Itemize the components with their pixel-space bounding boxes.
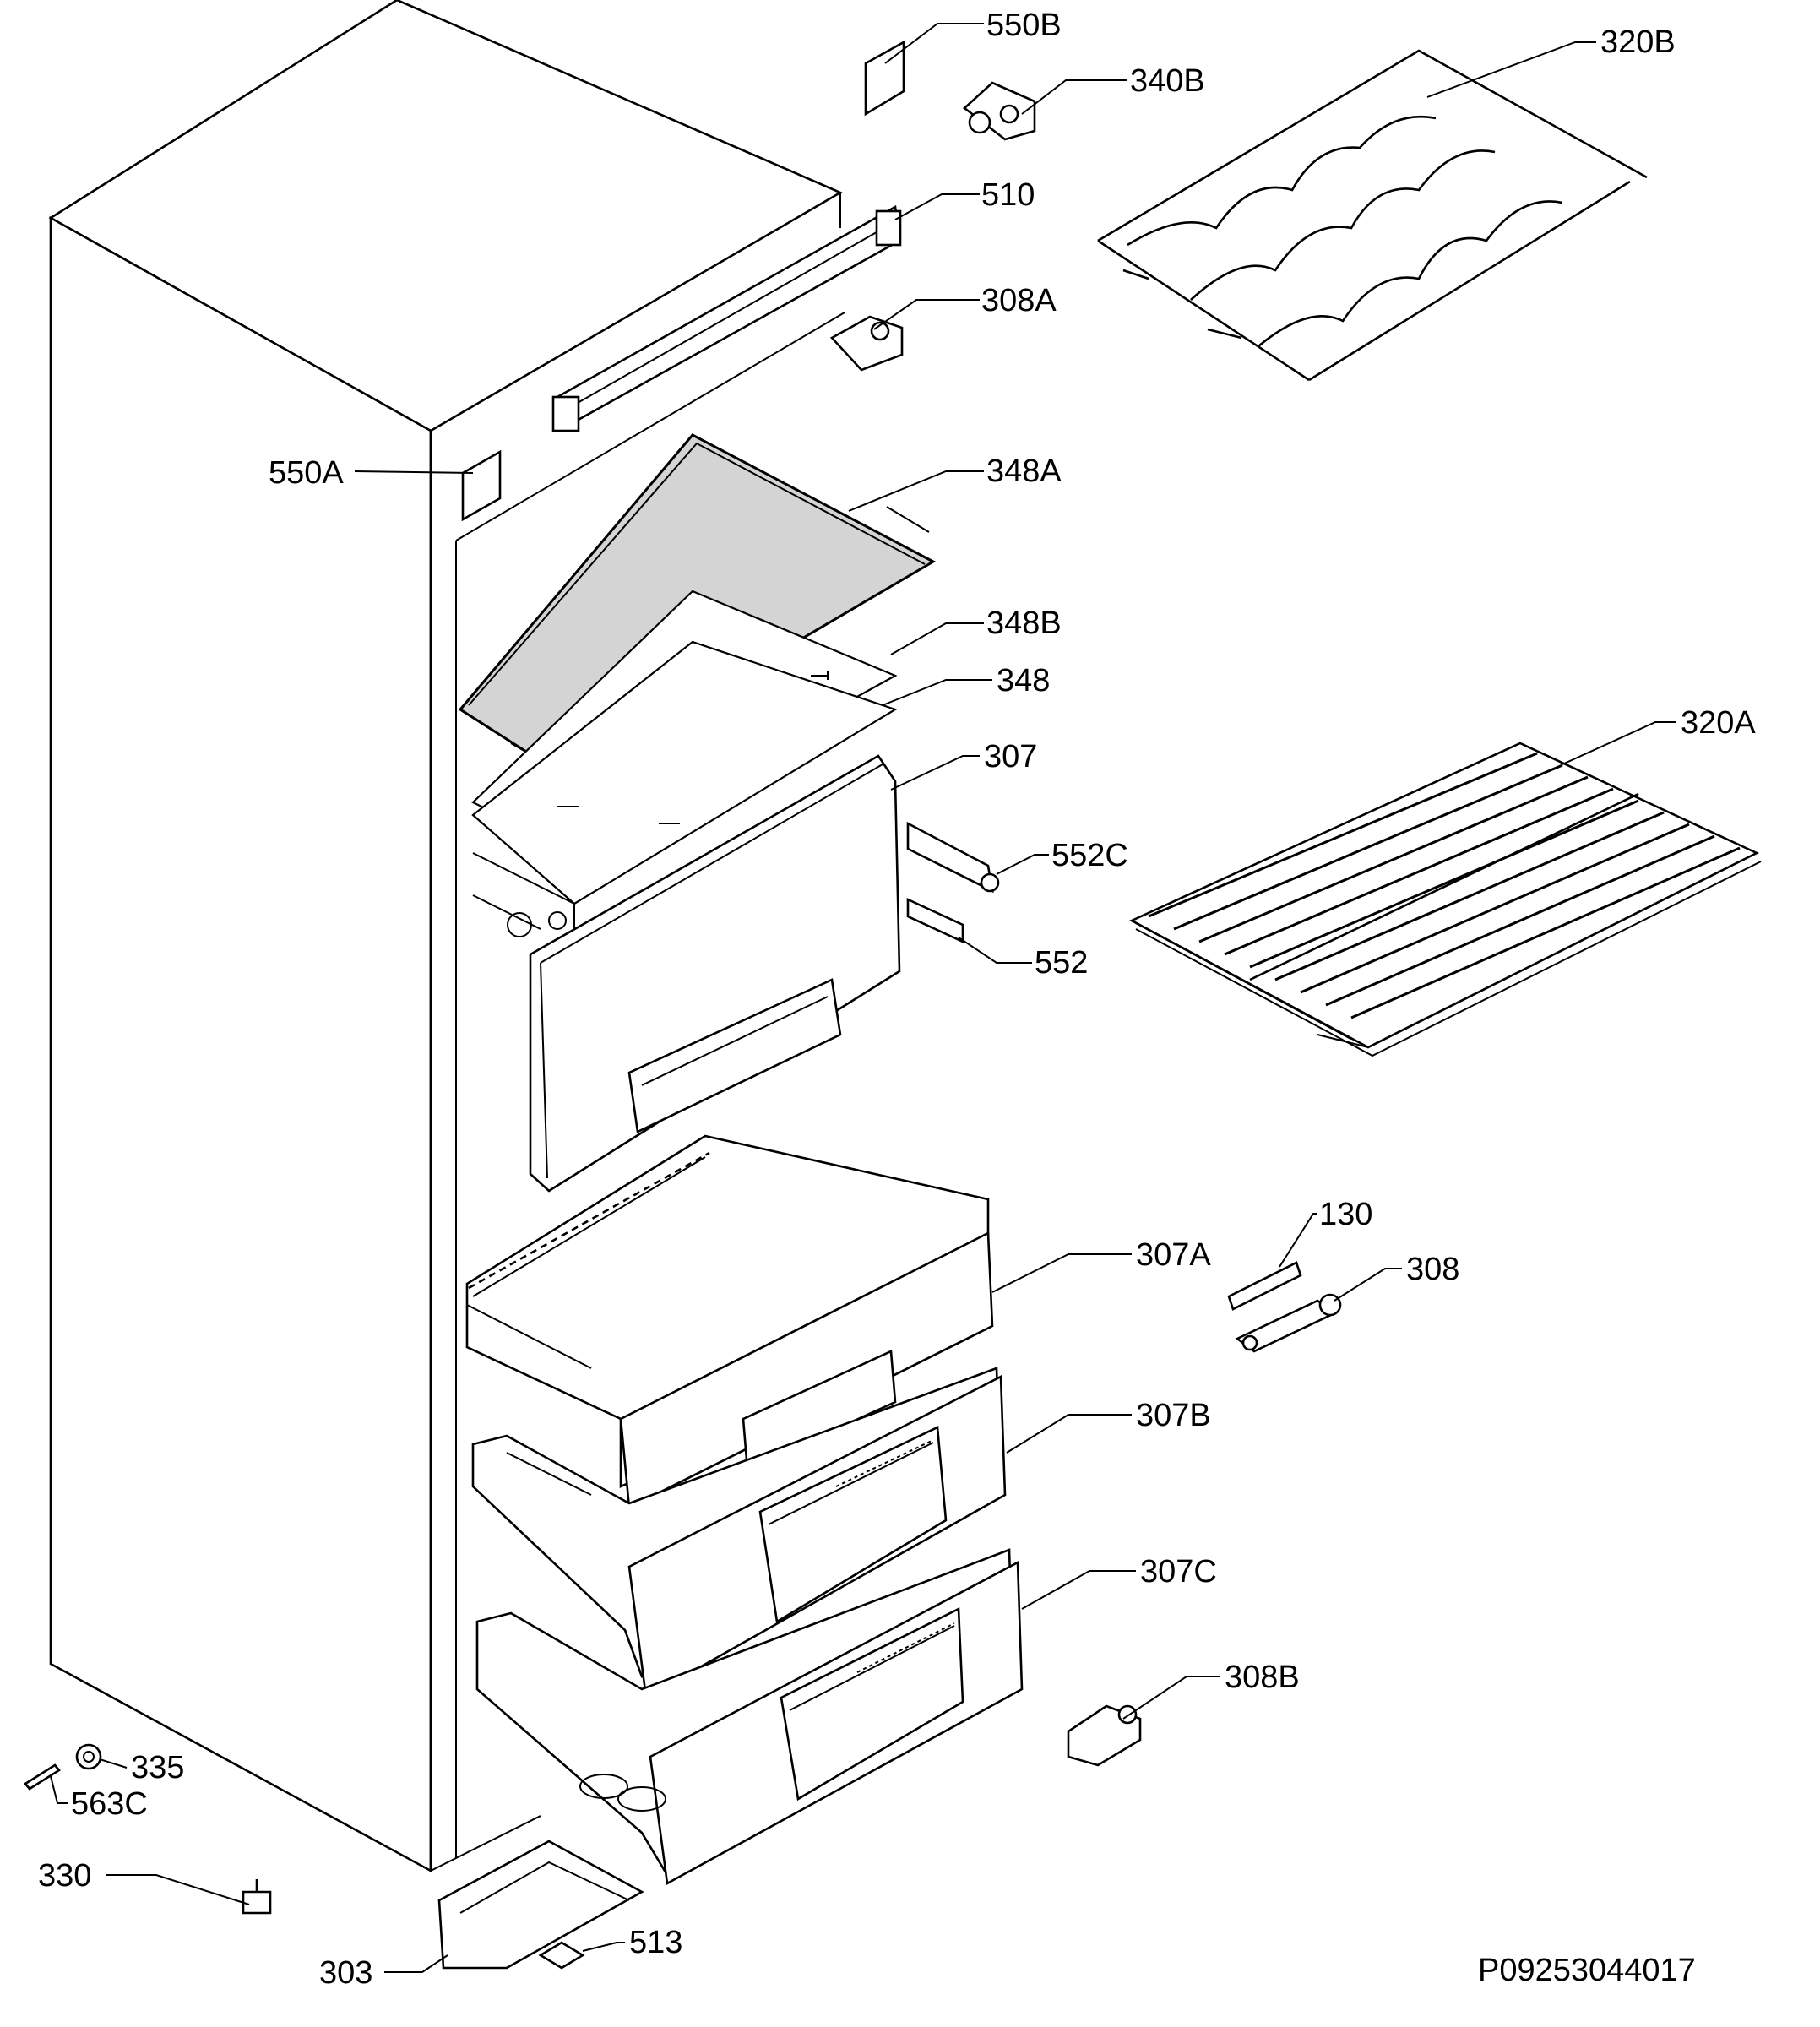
part-130-plate (1227, 1261, 1302, 1311)
part-348-glass-pane (471, 640, 898, 905)
part-552-rail (906, 897, 964, 944)
label-320b: 320B (1600, 24, 1676, 60)
label-308b: 308B (1225, 1660, 1300, 1695)
part-307-drawer (529, 754, 901, 1193)
part-510-handle (551, 204, 902, 432)
leader-lines (50, 23, 1676, 1973)
part-340b-bracket (962, 81, 1036, 141)
label-552c: 552C (1051, 838, 1128, 873)
label-330: 330 (38, 1858, 91, 1894)
label-348a: 348A (986, 454, 1062, 489)
label-308: 308 (1406, 1252, 1459, 1287)
label-340b: 340B (1130, 63, 1205, 99)
label-563c: 563C (71, 1786, 148, 1822)
part-307c-drawer (475, 1548, 1024, 1886)
label-307a: 307A (1136, 1237, 1211, 1273)
part-552c-rail (906, 821, 1000, 894)
part-308-hinge (1235, 1293, 1342, 1353)
part-550b-plate (864, 40, 905, 117)
part-513-clip (538, 1941, 585, 1970)
part-303-plinth (437, 1840, 644, 1970)
part-563c-pin (24, 1763, 61, 1791)
label-552: 552 (1035, 945, 1088, 981)
label-513: 513 (629, 1925, 682, 1960)
label-320a: 320A (1681, 705, 1756, 741)
label-348: 348 (997, 663, 1050, 698)
label-348b: 348B (986, 606, 1062, 641)
label-307c: 307C (1140, 1554, 1217, 1590)
part-307a-drawer (465, 1134, 994, 1510)
part-307b-drawer (471, 1367, 1007, 1700)
part-550a-plate (461, 449, 502, 522)
label-308a: 308A (981, 283, 1057, 318)
frame-crossbars (472, 852, 575, 937)
label-510: 510 (981, 177, 1035, 213)
label-550a: 550A (269, 455, 344, 491)
label-307: 307 (984, 739, 1037, 774)
part-330-screw-foot (242, 1879, 272, 1915)
cabinet (48, 0, 845, 1873)
drawing-number: P09253044017 (1478, 1953, 1696, 1988)
part-320a-wire-shelf (1129, 742, 1762, 1057)
part-labels: 550B 340B 320B 510 308A 550A 348A 348B 3… (38, 8, 1756, 1991)
label-303: 303 (319, 1955, 372, 1991)
part-320b-wine-rack (1097, 49, 1648, 382)
label-550b: 550B (986, 8, 1062, 43)
label-130: 130 (1319, 1197, 1372, 1232)
part-308a-hinge (829, 315, 904, 372)
label-307b: 307B (1136, 1398, 1211, 1433)
label-335: 335 (131, 1750, 184, 1785)
part-335-foot (75, 1743, 102, 1770)
